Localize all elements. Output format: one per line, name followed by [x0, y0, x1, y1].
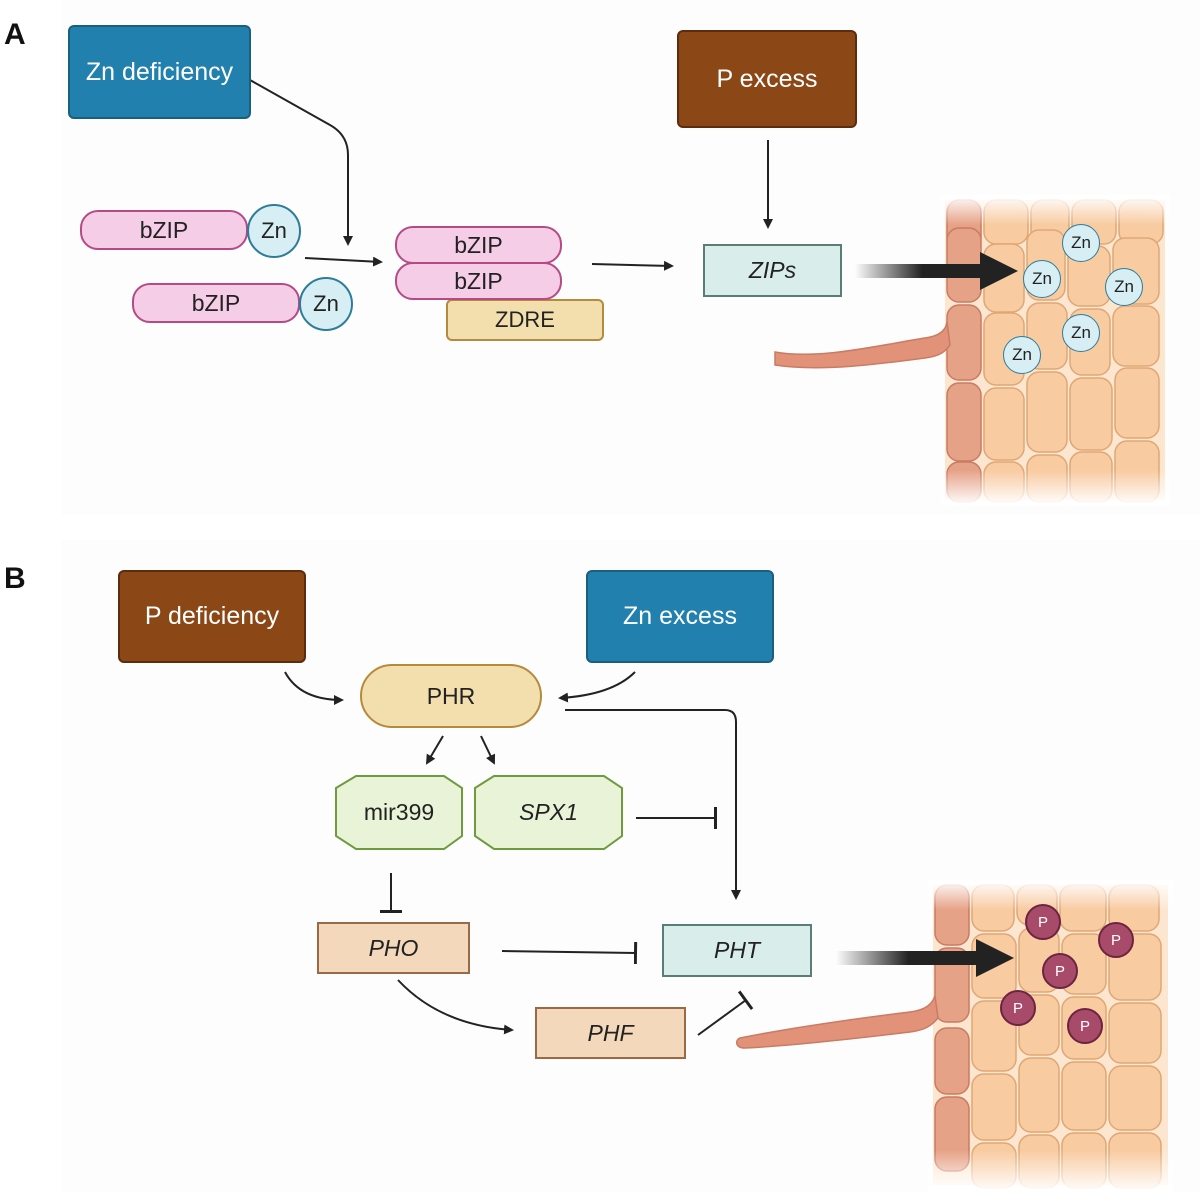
p-ion: P	[1000, 990, 1036, 1026]
zn-ion: Zn	[1062, 314, 1100, 352]
zn-ion: Zn	[1105, 268, 1143, 306]
spx1-label: SPX1	[519, 799, 578, 825]
arrow-phr-to-spx1	[480, 735, 496, 765]
arrow-bzip-to-dimer	[304, 256, 383, 267]
zn-bound-2: Zn	[299, 277, 353, 331]
p-ion: P	[1098, 922, 1134, 958]
p-ion: P	[1042, 953, 1078, 989]
inhibit-pho-to-pht	[501, 941, 638, 965]
arrow-pho-to-phf	[397, 979, 514, 1035]
p-ion: P	[1067, 1008, 1103, 1044]
p-ion: P	[1025, 904, 1061, 940]
root-tissue-a	[774, 195, 1170, 505]
mir399-label: mir399	[363, 799, 435, 825]
inhibit-phf-to-pht	[697, 990, 754, 1036]
arrow-phr-to-pht	[565, 709, 741, 900]
arrow-p-deficiency-to-phr	[284, 671, 344, 705]
big-arrow-a	[855, 252, 1018, 290]
pho-gene: PHO	[317, 922, 470, 974]
arrow-zn-deficiency-to-dimer	[249, 79, 353, 246]
arrows-b	[284, 671, 754, 1036]
phf-gene: PHF	[535, 1007, 686, 1059]
bzip-monomer-1: bZIP	[80, 210, 248, 250]
bzip-dimer-top: bZIP	[395, 226, 562, 264]
panel-b-label: B	[4, 562, 26, 595]
zn-deficiency-box: Zn deficiency	[68, 25, 251, 119]
mir399-shape	[335, 775, 463, 850]
panel-a-label: A	[4, 18, 26, 51]
bzip-dimer-bottom: bZIP	[395, 262, 562, 300]
zn-ion: Zn	[1062, 224, 1100, 262]
p-deficiency-box: P deficiency	[118, 570, 306, 663]
zn-ion: Zn	[1003, 336, 1041, 374]
zdre-element: ZDRE	[446, 299, 604, 341]
arrow-phr-to-mir399	[425, 735, 444, 765]
big-arrow-b	[836, 939, 1014, 977]
arrows-a	[249, 79, 773, 271]
p-excess-box: P excess	[677, 30, 857, 128]
arrow-zn-excess-to-phr	[558, 671, 636, 703]
arrow-dimer-to-zips	[591, 260, 674, 271]
zn-bound-1: Zn	[247, 204, 301, 258]
spx1-shape	[474, 775, 623, 850]
pht-gene: PHT	[662, 924, 812, 977]
phr-factor: PHR	[360, 664, 542, 728]
zn-excess-box: Zn excess	[586, 570, 774, 663]
bzip-monomer-2: bZIP	[132, 283, 300, 323]
zips-gene: ZIPs	[703, 244, 842, 297]
zn-ion: Zn	[1023, 260, 1061, 298]
